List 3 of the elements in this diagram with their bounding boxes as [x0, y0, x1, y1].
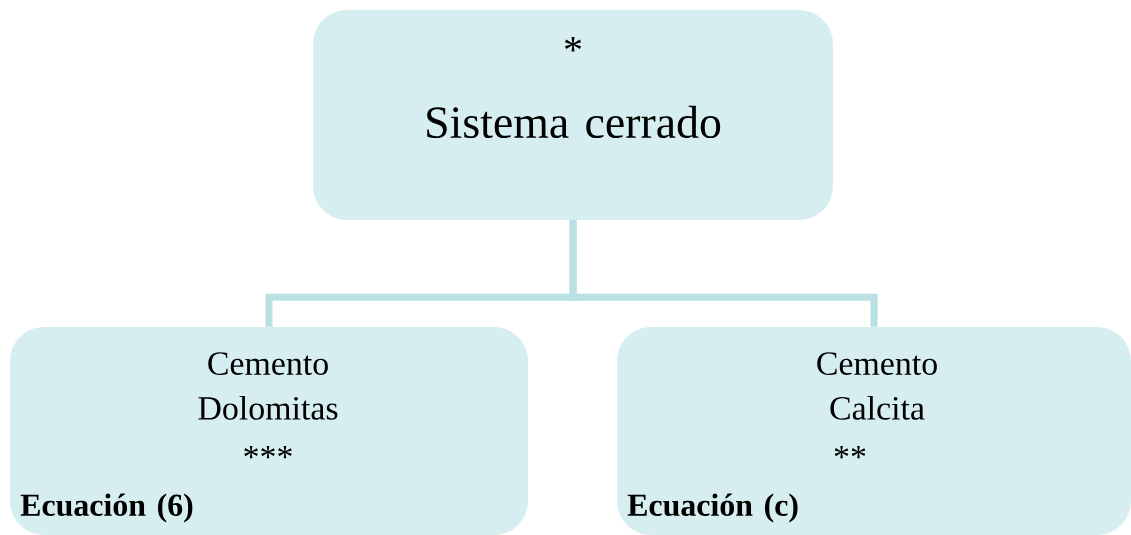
process-box: * Sistema cerrado	[313, 10, 833, 220]
process-box: Cemento Dolomitas *** Ecuación (6)	[10, 327, 528, 535]
process-box: Cemento Calcita ** Ecuación (c)	[617, 327, 1131, 535]
